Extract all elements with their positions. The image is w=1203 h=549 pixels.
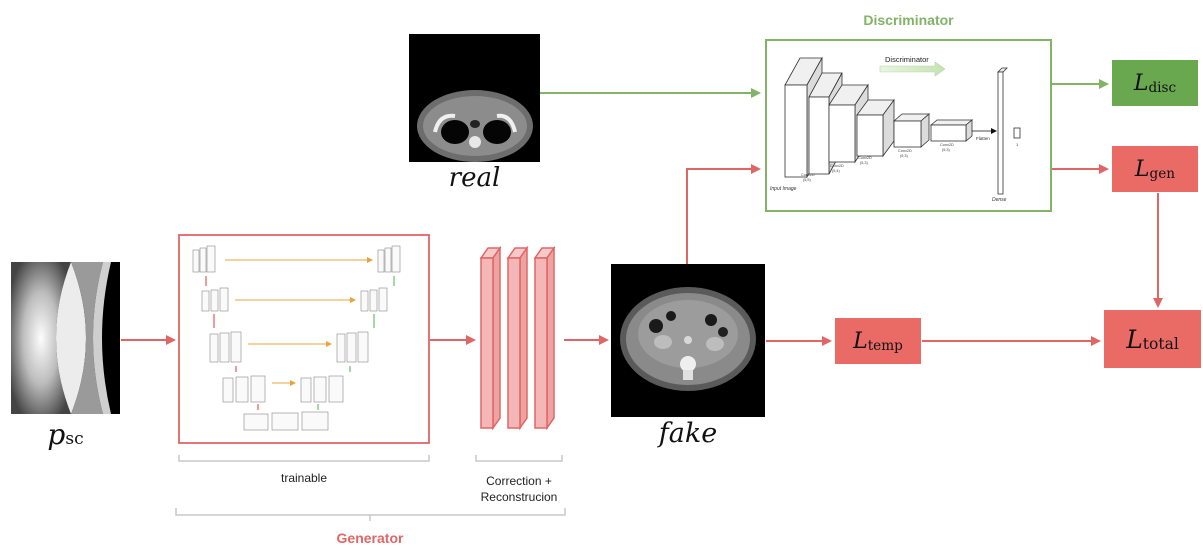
unet-decoder-block <box>300 375 344 403</box>
cnn-dense-label: Dense <box>992 197 1007 203</box>
unet-decoder-block <box>360 287 388 312</box>
unet-encoder-block <box>222 375 266 403</box>
unet-encoder-block <box>201 287 229 312</box>
loss-gen-symbol: L <box>1134 156 1150 182</box>
cnn-thumbnail <box>784 56 1021 195</box>
cnn-output-node <box>1013 127 1021 139</box>
cnn-conv-label: Conv2D <box>801 173 815 177</box>
unet-down-arrows <box>205 276 259 410</box>
discriminator-title: Discriminator <box>863 12 954 28</box>
arrow-fake-to-discriminator <box>686 164 761 264</box>
cnn-conv-shape: (5,5) <box>803 178 812 182</box>
loss-total-symbol: L <box>1126 324 1143 354</box>
correction-label-line1: Correction + <box>486 474 552 488</box>
loss-gen-sub: gen <box>1149 165 1176 182</box>
cnn-dense-layer <box>997 67 1008 195</box>
cnn-layer <box>856 98 895 158</box>
cnn-conv-label: Conv2D <box>858 156 872 160</box>
generator-title: Generator <box>336 530 404 546</box>
loss-temp-sub: temp <box>867 337 903 354</box>
fake-ct-image <box>611 264 765 417</box>
cnn-input-label: Input Image <box>770 186 797 192</box>
loss-total-sub: total <box>1142 335 1179 354</box>
psc-label-sub: sc <box>65 429 84 449</box>
trainable-label: trainable <box>280 471 328 485</box>
cnn-flatten-label: Flatten <box>976 136 990 141</box>
fake-ct-drawing <box>620 287 756 391</box>
real-ct-drawing <box>417 90 533 162</box>
cnn-layer <box>892 113 931 148</box>
loss-temp-symbol: L <box>853 328 868 354</box>
cnn-conv-label: Conv2D <box>898 149 912 153</box>
cnn-conv-label: Conv2D <box>830 164 844 168</box>
cnn-conv-shape: (5,4) <box>832 169 841 173</box>
real-label: real <box>448 163 501 193</box>
cnn-conv-shape: (5,3) <box>900 154 909 158</box>
trainable-bracket <box>178 455 430 462</box>
unet-decoder-block <box>336 331 369 363</box>
cnn-conv-shape: (5,3) <box>942 148 951 152</box>
correction-slab <box>533 245 556 431</box>
correction-slab <box>479 245 502 431</box>
unet-decoder-block <box>377 245 401 273</box>
real-ct-image <box>409 34 540 162</box>
loss-disc-sub: disc <box>1148 79 1177 96</box>
fake-label: fake <box>658 418 718 449</box>
discriminator-direction-arrow <box>879 61 946 77</box>
correction-label-line2: Reconstrucion <box>480 490 558 504</box>
correction-bracket <box>475 455 563 462</box>
generator-bracket <box>175 508 566 516</box>
correction-slab <box>506 245 529 431</box>
cnn-conv-shape: (5,3) <box>860 161 869 165</box>
unet-bottleneck <box>243 411 329 431</box>
psc-label-main: p <box>47 418 66 451</box>
cnn-conv-labels: Conv2D (5,5) Conv2D (5,4) Conv2D (5,3) C… <box>801 143 954 182</box>
cnn-conv-label: Conv2D <box>940 143 954 147</box>
cnn-output-label: 1 <box>1016 142 1019 147</box>
psc-label: psc <box>11 418 120 451</box>
unet-encoder-block <box>192 245 216 273</box>
unet-encoder-block <box>209 331 242 363</box>
unet-up-arrows <box>317 276 395 410</box>
discriminator-inner-label: Discriminator <box>885 55 929 64</box>
unet-skip-connections <box>225 257 373 386</box>
unet-thumbnail <box>192 245 401 431</box>
psc-sinogram-drawing <box>11 262 111 414</box>
cnn-layer <box>929 119 974 142</box>
loss-disc-symbol: L <box>1133 70 1149 96</box>
psc-sinogram-image <box>11 262 120 414</box>
correction-layers <box>479 245 556 431</box>
